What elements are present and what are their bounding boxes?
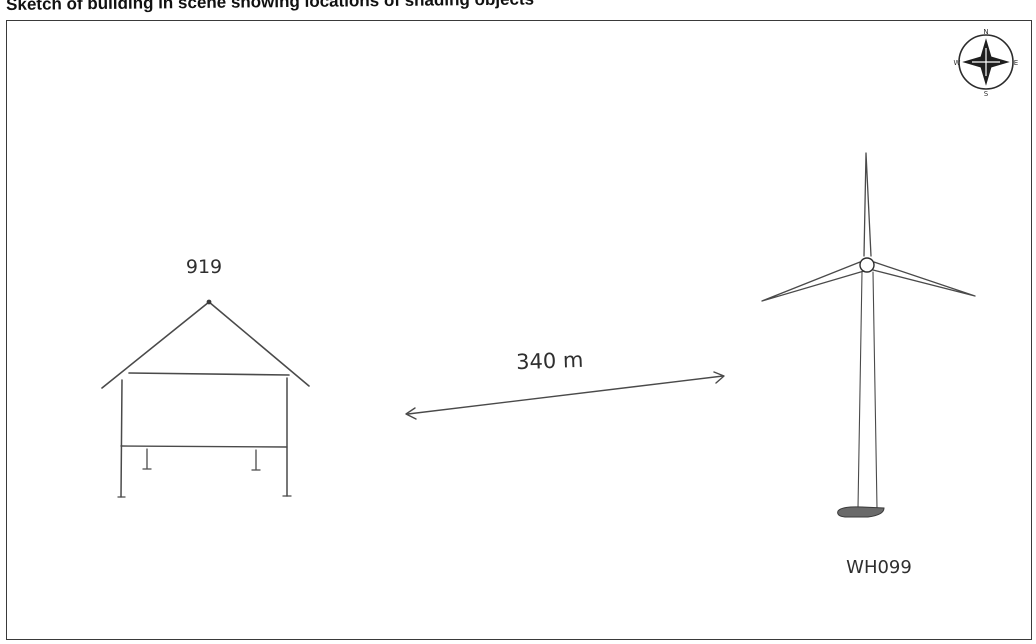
building-stilt [142,448,152,470]
turbine-blade [872,261,976,297]
arrowhead-left-icon [405,407,417,420]
building-feet [117,495,292,498]
compass-west-label: W [954,59,961,67]
building-stilt [251,449,261,471]
building-eave [128,372,290,376]
turbine-label: WH099 [846,557,912,578]
sketch-frame [6,20,1032,640]
wind-turbine-sketch: WH099 [761,152,976,578]
compass-north-label: N [983,28,988,36]
roof-apex-marker [206,299,212,305]
building-sketch: 919 [101,256,310,498]
distance-label: 340 m [516,348,584,374]
building-left-wall [120,379,123,498]
turbine-tower [857,271,878,509]
turbine-blade [761,261,865,302]
turbine-hub [859,257,875,273]
turbine-blade [863,152,872,257]
building-floor [120,445,288,448]
compass-south-label: S [984,90,989,98]
compass-east-label: E [1014,59,1018,67]
distance-arrow: 340 m [405,348,725,420]
turbine-base [837,506,885,518]
arrowhead-right-icon [713,371,725,384]
compass-icon: N S E W [954,28,1019,98]
building-label: 919 [186,256,222,278]
